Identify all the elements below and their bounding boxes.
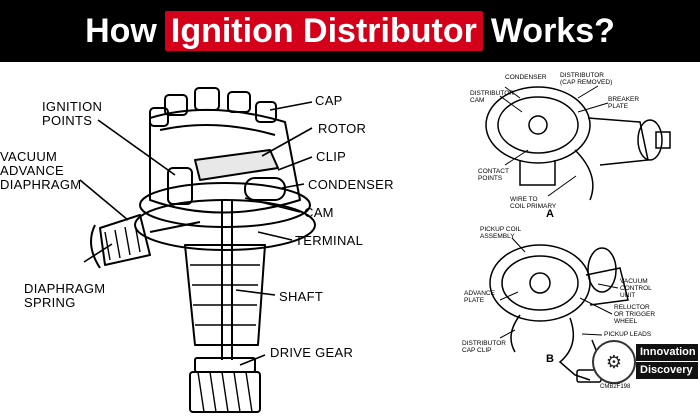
drive-gear: [194, 357, 256, 373]
label-cam: CAM: [304, 205, 334, 220]
label-diaphragm-spring: DIAPHRAGM SPRING: [24, 281, 106, 310]
b-label-advance-plate: ADVANCE PLATE: [464, 290, 495, 304]
a-label-contact-points: CONTACT POINTS: [478, 168, 509, 182]
b-letter: B: [546, 353, 554, 365]
label-ignition-points: IGNITION POINTS: [42, 99, 103, 128]
label-shaft: SHAFT: [279, 289, 324, 304]
page-title: How Ignition Distributor Works?: [0, 0, 700, 62]
label-terminal: TERMINAL: [295, 233, 364, 248]
b-label-reluctor: RELUCTOR OR TRIGGER WHEEL: [614, 304, 656, 325]
a-label-distributor-cam: DISTRIBUTOR CAM: [470, 90, 514, 104]
figure-code: CMB2F198: [600, 384, 631, 390]
distributor-diagram: [79, 85, 671, 413]
label-condenser: CONDENSER: [308, 177, 394, 192]
label-clip: CLIP: [316, 149, 347, 164]
b-label-pickup-coil: PICKUP COIL ASSEMBLY: [480, 226, 522, 240]
diagram-b: [489, 237, 629, 383]
gear-icon: ⚙: [592, 340, 636, 384]
rotor: [194, 149, 279, 181]
title-prefix: How: [85, 11, 157, 50]
label-rotor: ROTOR: [318, 121, 367, 136]
cap-body: [149, 108, 301, 214]
diagram-a: [485, 85, 671, 201]
label-vacuum-advance: VACUUM ADVANCE DIAPHRAGM: [0, 149, 82, 192]
a-label-breaker-plate: BREAKER PLATE: [608, 96, 640, 110]
a-letter: A: [546, 208, 554, 220]
a-label-distributor-cap-removed: DISTRIBUTOR (CAP REMOVED): [560, 72, 613, 86]
b-label-pickup-leads: PICKUP LEADS: [604, 331, 652, 338]
title-suffix: Works?: [490, 11, 615, 50]
vacuum-diaphragm: [99, 214, 151, 266]
brand-logo: ⚙ Innovation Discovery: [592, 338, 700, 384]
logo-line1: Innovation: [636, 344, 698, 361]
title-highlight: Ignition Distributor: [164, 11, 483, 51]
logo-line2: Discovery: [636, 362, 698, 379]
shaft-housing: [184, 244, 266, 346]
cap-towers: [149, 87, 277, 127]
b-label-cap-clip: DISTRIBUTOR CAP CLIP: [462, 340, 506, 354]
a-label-condenser: CONDENSER: [505, 74, 547, 81]
a-label-wire-to-coil: WIRE TO COIL PRIMARY: [510, 196, 557, 210]
label-drive-gear: DRIVE GEAR: [270, 345, 354, 360]
b-label-vacuum-control: VACUUM CONTROL UNIT: [620, 278, 652, 299]
leader-lines: [79, 101, 313, 366]
label-cap: CAP: [315, 93, 343, 108]
